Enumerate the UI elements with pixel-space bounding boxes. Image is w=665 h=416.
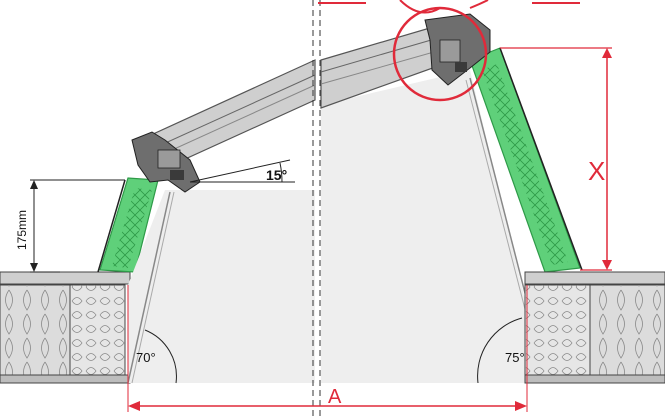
left-glazing-line-1 [149,74,316,151]
right-ceiling-board [524,374,665,384]
left-timber-pattern [70,285,125,380]
left-inner-wall [128,190,315,383]
dim-x-arrow-bottom [602,260,612,270]
left-upstand-hatch [112,188,152,268]
dim-175-arrow-top [30,180,38,189]
angle-15-label: 15° [266,167,287,183]
dim-175-arrow-bottom [30,263,38,272]
left-roof-membrane [0,271,131,285]
right-timber-pattern [525,285,590,380]
angle-75-arc [477,317,523,384]
right-upstand-edge [499,47,583,271]
right-frame-clip [455,62,467,72]
left-splay-line-inner [131,191,175,384]
dim-a-label: A [328,386,342,408]
detail-callout-left [399,0,441,14]
left-glazing-line-2 [149,84,316,161]
left-ceiling-board [0,374,131,384]
right-roof-membrane [524,271,665,285]
dim-x-label: X [588,156,605,186]
right-glazing-line-1 [320,35,446,73]
left-roof-insulation-pattern [0,285,70,375]
left-frame-clip [170,170,184,180]
dim-a: A [127,285,528,412]
angle-15-arc [279,162,283,183]
right-roof-insulation-pattern [590,285,665,375]
angle-70-label: 70° [136,350,156,365]
right-glazing-line-2 [320,47,449,85]
left-section: 15° 175mm 70° [0,59,316,384]
right-frame-seal [439,39,461,63]
right-upstand-hatch [482,64,568,265]
angle-75-label: 75° [505,350,525,365]
dim-x-arrow-top [602,48,612,58]
left-splay-line [127,191,171,384]
dim-a-arrow-left [128,401,140,411]
dim-a-arrow-right [515,401,527,411]
left-frame-seal [157,149,181,169]
angle-70-arc [144,329,177,384]
right-section: X 75° [318,0,665,384]
dim-175-label: 175mm [15,210,29,250]
right-inner-wall [321,70,545,383]
detail-callout-right [469,0,489,9]
angle-15-slope [189,159,291,183]
left-upstand-edge [97,179,126,273]
